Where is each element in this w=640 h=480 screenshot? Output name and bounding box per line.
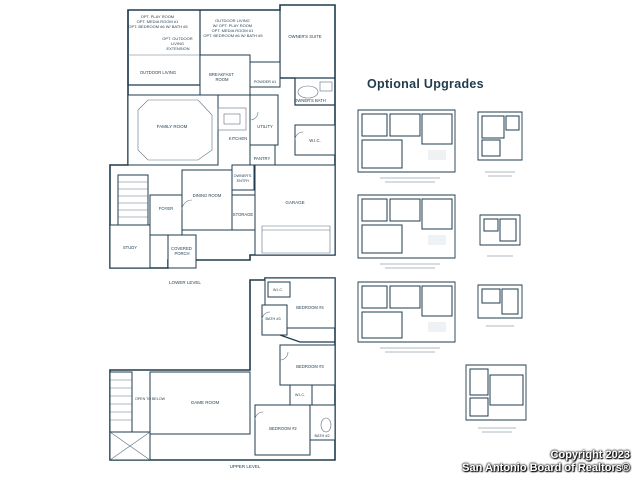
room-dining: DINING ROOM xyxy=(193,193,222,198)
room-garage: GARAGE xyxy=(285,200,304,205)
room-game: GAME ROOM xyxy=(191,400,220,405)
room-owners-suite: OWNER'S SUITE xyxy=(288,34,321,39)
room-wic-mid: W.I.C. xyxy=(295,393,305,397)
room-powder: POWDER #1 xyxy=(254,80,276,84)
room-pantry: PANTRY xyxy=(254,156,271,161)
room-bath3: BATH #3 xyxy=(265,317,280,321)
room-family: FAMILY ROOM xyxy=(157,124,188,129)
option-thumb-bedroom6-bath xyxy=(477,111,523,177)
room-wic: W.I.C. xyxy=(309,138,320,143)
upper-level-plan: W.I.C. BEDROOM #4 BATH #3 BEDROOM #3 GAM… xyxy=(109,277,336,469)
room-bedroom4: BEDROOM #4 xyxy=(296,305,324,310)
room-utility: UTILITY xyxy=(257,124,273,129)
option-thumb-bedroom-small xyxy=(465,364,527,433)
option-thumbnails xyxy=(357,109,527,433)
room-covered-porch: COVERED PORCH xyxy=(171,246,193,256)
option-thumb-media-room xyxy=(357,281,456,353)
option-thumb-bedroom6 xyxy=(357,109,456,183)
room-bath2: BATH #2 xyxy=(314,434,329,438)
room-owners-entry: OWNER'S ENTRY xyxy=(234,174,253,183)
option-thumb-window xyxy=(477,284,523,327)
room-bedroom3: BEDROOM #3 xyxy=(296,364,324,369)
note-top: OPT. PLAY ROOM OPT. MEDIA ROOM #1 OPT. B… xyxy=(128,14,188,29)
option-thumb-play-room xyxy=(357,194,456,269)
room-outdoor-living: OUTDOOR LIVING xyxy=(140,70,176,75)
room-bedroom2: BEDROOM #2 xyxy=(269,426,297,431)
stair-upper xyxy=(109,371,133,433)
room-wic-top: W.I.C. xyxy=(273,288,283,292)
upper-level-caption: UPPER LEVEL xyxy=(230,464,261,469)
room-owners-bath: OWNER'S BATH xyxy=(294,98,326,103)
room-storage: STORAGE xyxy=(233,212,254,217)
copyright-watermark: Copyright 2023 San Antonio Board of Real… xyxy=(462,449,630,475)
lower-level-plan: OPT. PLAY ROOM OPT. MEDIA ROOM #1 OPT. B… xyxy=(109,4,336,285)
optional-upgrades-heading: Optional Upgrades xyxy=(367,77,484,91)
copyright-line-2: San Antonio Board of Realtors® xyxy=(462,462,630,474)
room-breakfast: BREAKFAST ROOM xyxy=(209,72,235,82)
option-thumb-pass-thru xyxy=(479,214,521,257)
lower-level-caption: LOWER LEVEL xyxy=(169,280,201,285)
note-outdoor: OUTDOOR LIVING W/ OPT. PLAY ROOM OPT. ME… xyxy=(203,18,263,38)
room-open-below: OPEN TO BELOW xyxy=(135,397,166,401)
copyright-line-1: Copyright 2023 xyxy=(550,449,630,461)
room-kitchen: KITCHEN xyxy=(229,136,247,141)
room-foyer: FOYER xyxy=(159,206,173,211)
room-study: STUDY xyxy=(123,245,137,250)
stair-lower xyxy=(117,174,149,226)
note-extension: OPT. OUTDOOR LIVING EXTENSION xyxy=(162,36,194,51)
